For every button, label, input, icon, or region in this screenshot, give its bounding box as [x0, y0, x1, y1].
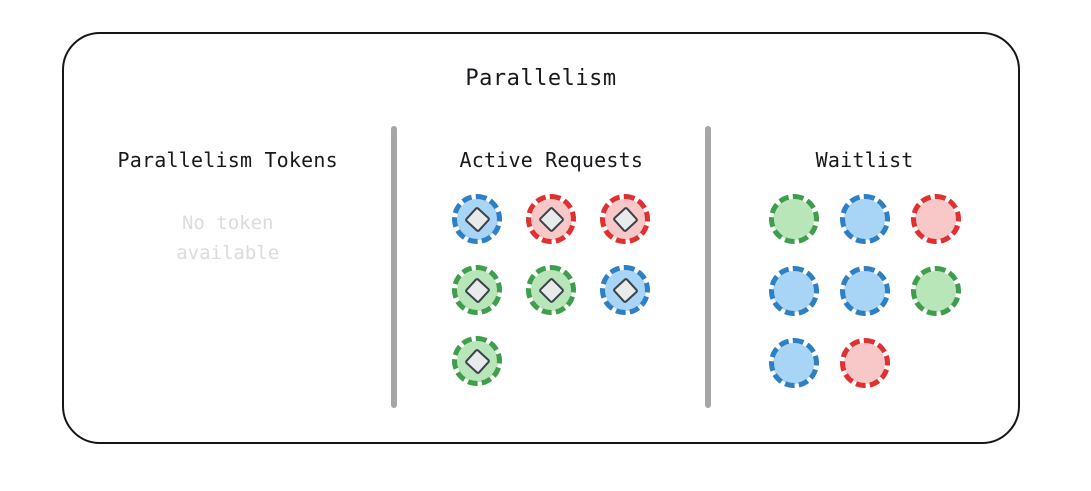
token-dashed-ring: [910, 266, 961, 316]
token-dashed-ring: [768, 338, 819, 388]
active-requests-token-grid: [440, 194, 662, 407]
columns-container: Parallelism Tokens No token available Ac…: [64, 126, 1018, 414]
token-red[interactable]: [839, 338, 890, 388]
token-green[interactable]: [452, 265, 503, 315]
token-dashed-ring: [452, 265, 503, 315]
column-header-waitlist: Waitlist: [815, 148, 914, 172]
parallelism-panel: Parallelism Parallelism Tokens No token …: [62, 32, 1020, 444]
token-dashed-ring: [600, 265, 651, 315]
token-red[interactable]: [600, 194, 651, 244]
column-active-requests: Active Requests: [397, 126, 705, 414]
token-dashed-ring: [839, 194, 890, 244]
token-dashed-ring: [768, 266, 819, 316]
token-blue[interactable]: [839, 266, 890, 316]
token-dashed-ring: [839, 266, 890, 316]
column-header-parallelism-tokens: Parallelism Tokens: [117, 148, 338, 172]
token-dashed-ring: [839, 338, 890, 388]
waitlist-token-grid: [758, 194, 971, 410]
column-header-active-requests: Active Requests: [459, 148, 644, 172]
token-dashed-ring: [600, 194, 651, 244]
token-dashed-ring: [526, 194, 577, 244]
column-divider-2: [705, 126, 712, 408]
token-dashed-ring: [910, 194, 961, 244]
page-title: Parallelism: [465, 66, 617, 91]
token-red[interactable]: [526, 194, 577, 244]
token-blue[interactable]: [768, 266, 819, 316]
token-dashed-ring: [768, 194, 819, 244]
token-blue[interactable]: [600, 265, 651, 315]
token-green[interactable]: [768, 194, 819, 244]
token-blue[interactable]: [839, 194, 890, 244]
token-dashed-ring: [526, 265, 577, 315]
column-parallelism-tokens: Parallelism Tokens No token available: [64, 126, 391, 414]
token-blue[interactable]: [768, 338, 819, 388]
token-green[interactable]: [526, 265, 577, 315]
no-token-available-message: No token available: [176, 212, 280, 264]
token-green[interactable]: [910, 266, 961, 316]
column-divider-1: [391, 126, 398, 408]
token-red[interactable]: [910, 194, 961, 244]
token-dashed-ring: [452, 336, 503, 386]
token-green[interactable]: [452, 336, 503, 386]
column-waitlist: Waitlist: [711, 126, 1018, 414]
token-dashed-ring: [452, 194, 503, 244]
token-blue[interactable]: [452, 194, 503, 244]
